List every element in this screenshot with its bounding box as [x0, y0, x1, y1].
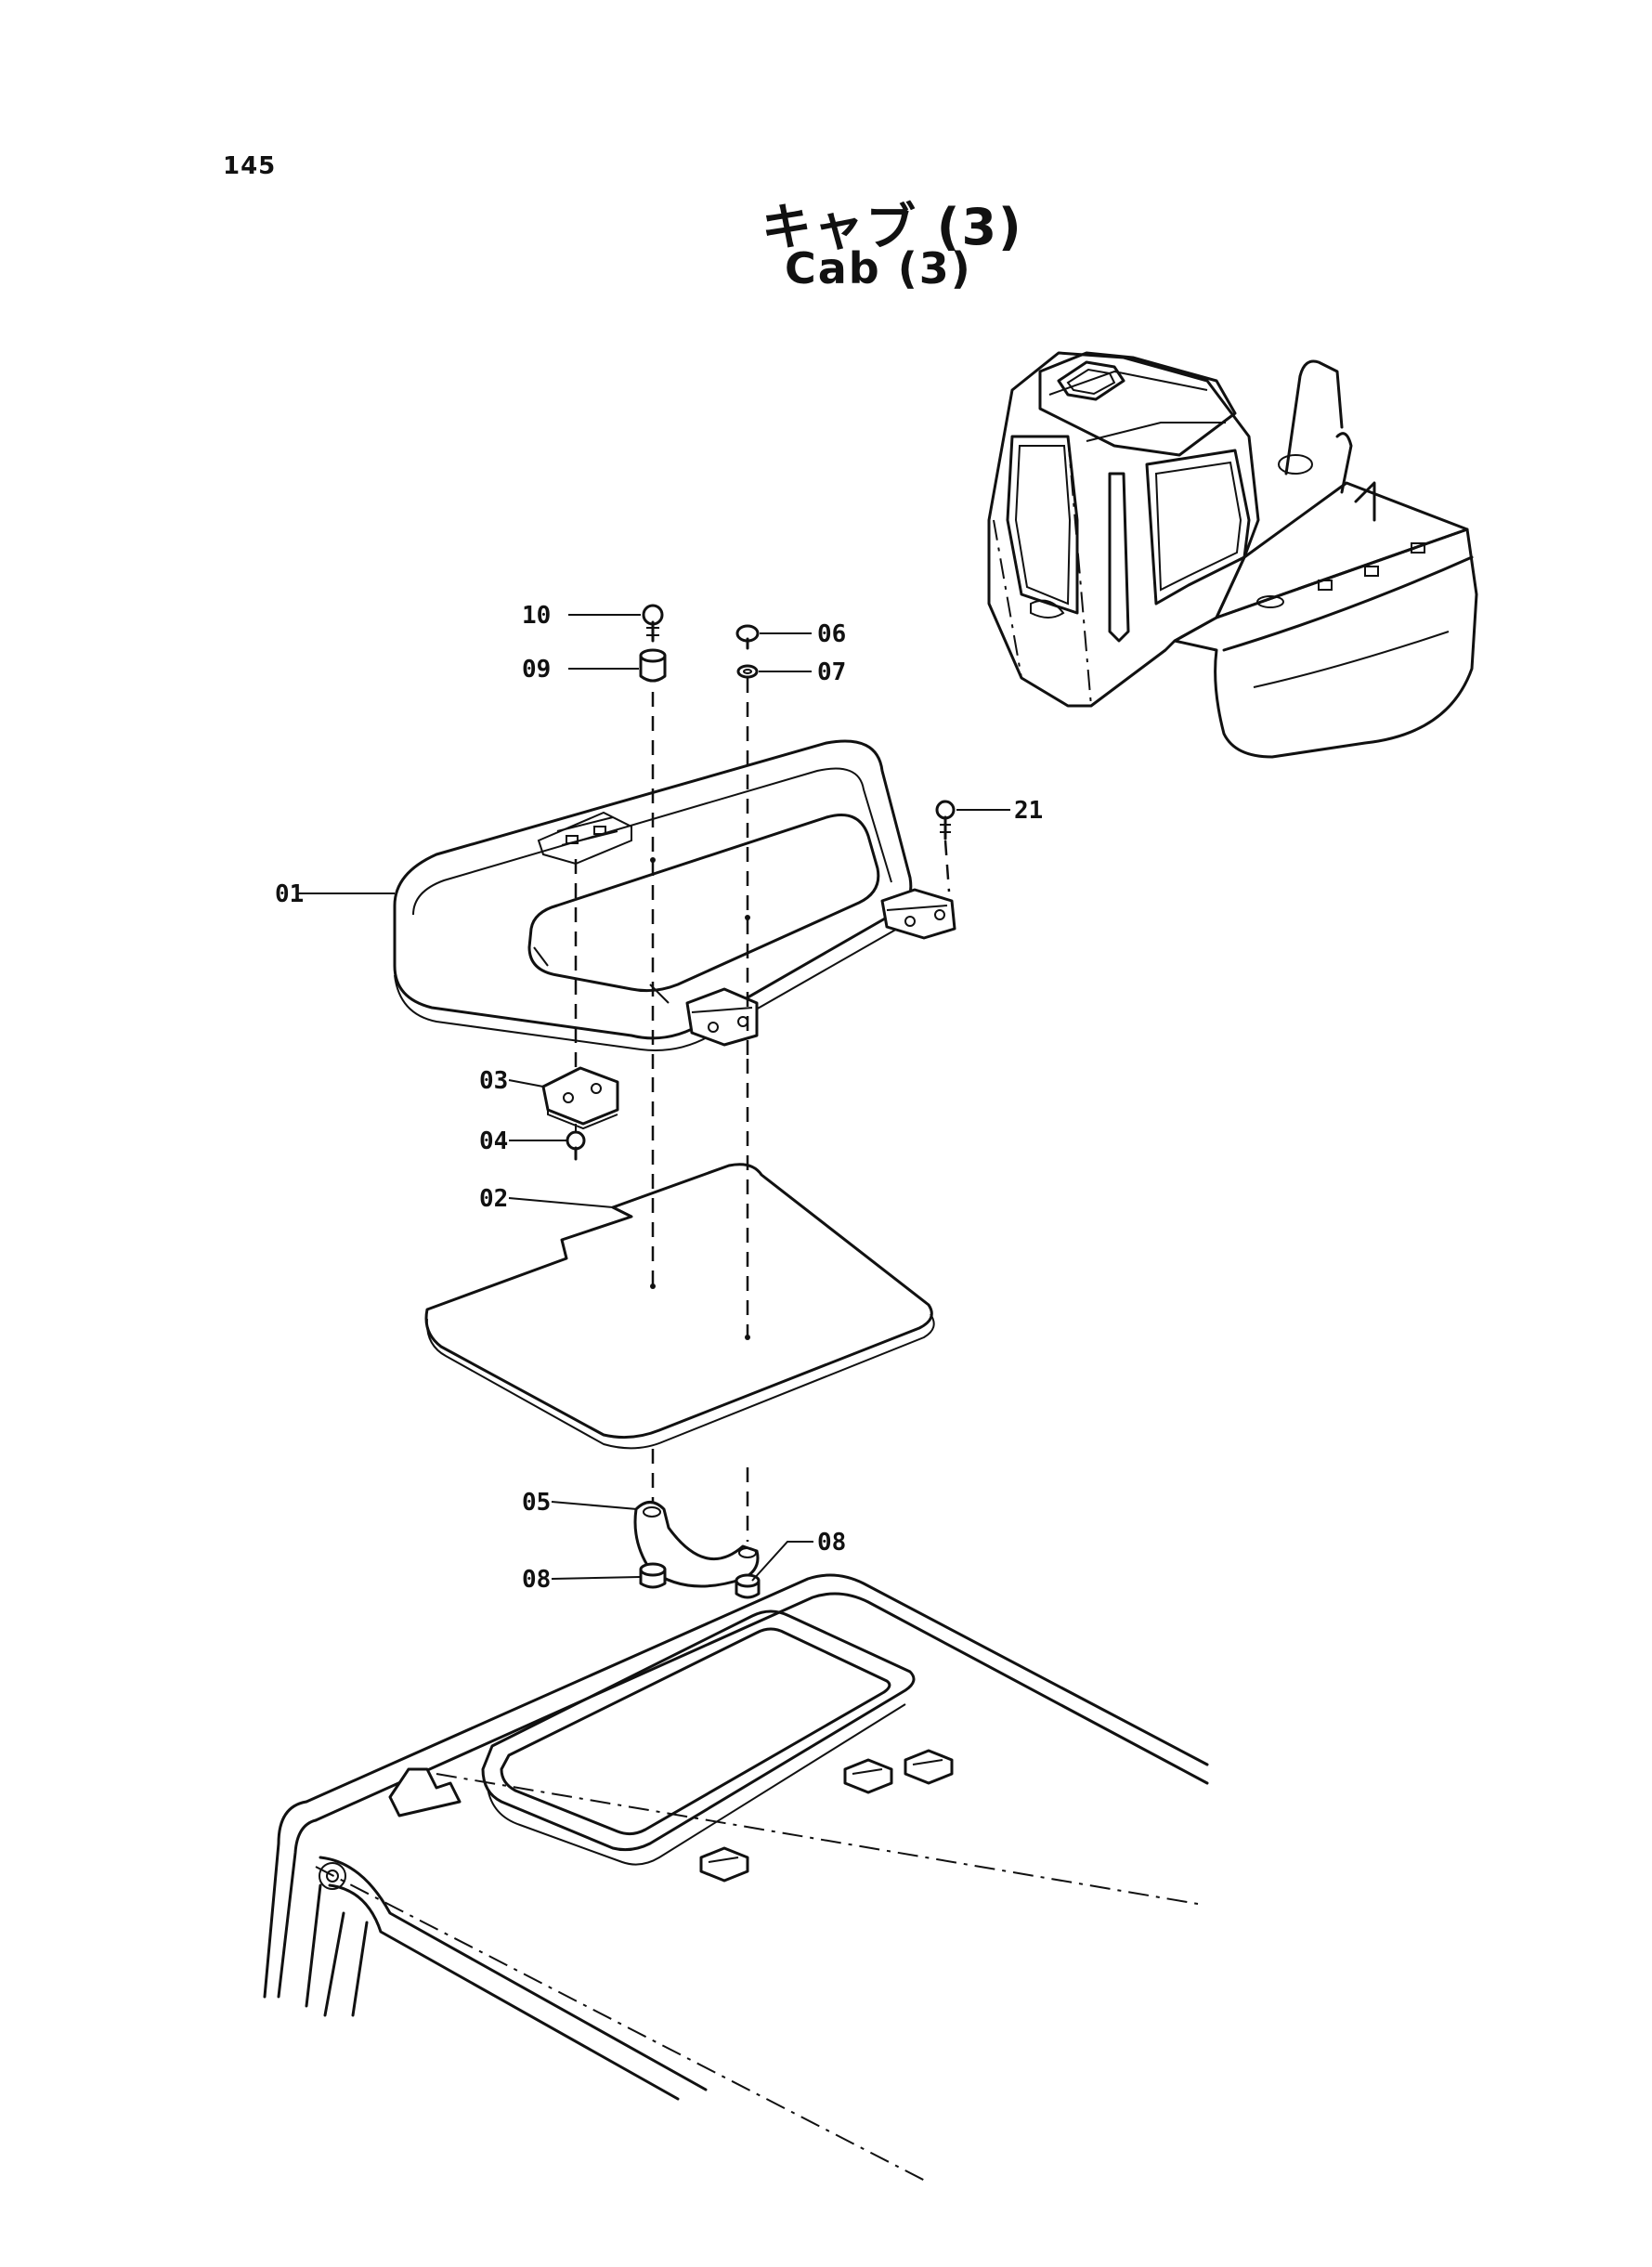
- callout-01: 01: [275, 880, 304, 908]
- part-06-bolt: [735, 624, 760, 650]
- callout-05: 05: [522, 1489, 551, 1517]
- part-09-spacer: [639, 648, 667, 683]
- callout-07: 07: [817, 658, 846, 686]
- callout-09: 09: [522, 656, 551, 684]
- callout-08-right: 08: [817, 1529, 846, 1557]
- callout-21: 21: [1014, 797, 1043, 825]
- page-number: 145: [223, 152, 277, 180]
- callout-02: 02: [479, 1185, 508, 1213]
- machine-overview-illustration: [987, 351, 1478, 759]
- leader-lines: [297, 614, 1010, 1582]
- callout-06: 06: [817, 620, 846, 648]
- part-07-washer: [736, 664, 759, 679]
- part-03-plate: [541, 1066, 619, 1130]
- title-english: Cab (3): [785, 243, 972, 293]
- part-01-roof-hatch-frame: [393, 739, 956, 1051]
- part-04-bolt: [566, 1130, 586, 1161]
- callout-10: 10: [522, 602, 551, 630]
- part-08-nut-left: [639, 1562, 667, 1589]
- callout-08-left: 08: [522, 1566, 551, 1594]
- title-japanese: キャブ (3): [761, 198, 1023, 256]
- part-10-bolt: [642, 604, 664, 643]
- part-08-nut-right: [735, 1573, 761, 1599]
- cab-roof-body: [263, 1573, 1209, 2183]
- part-02-mat: [424, 1163, 935, 1450]
- callout-04: 04: [479, 1127, 508, 1155]
- part-21-bolt: [935, 800, 956, 840]
- callout-03: 03: [479, 1067, 508, 1095]
